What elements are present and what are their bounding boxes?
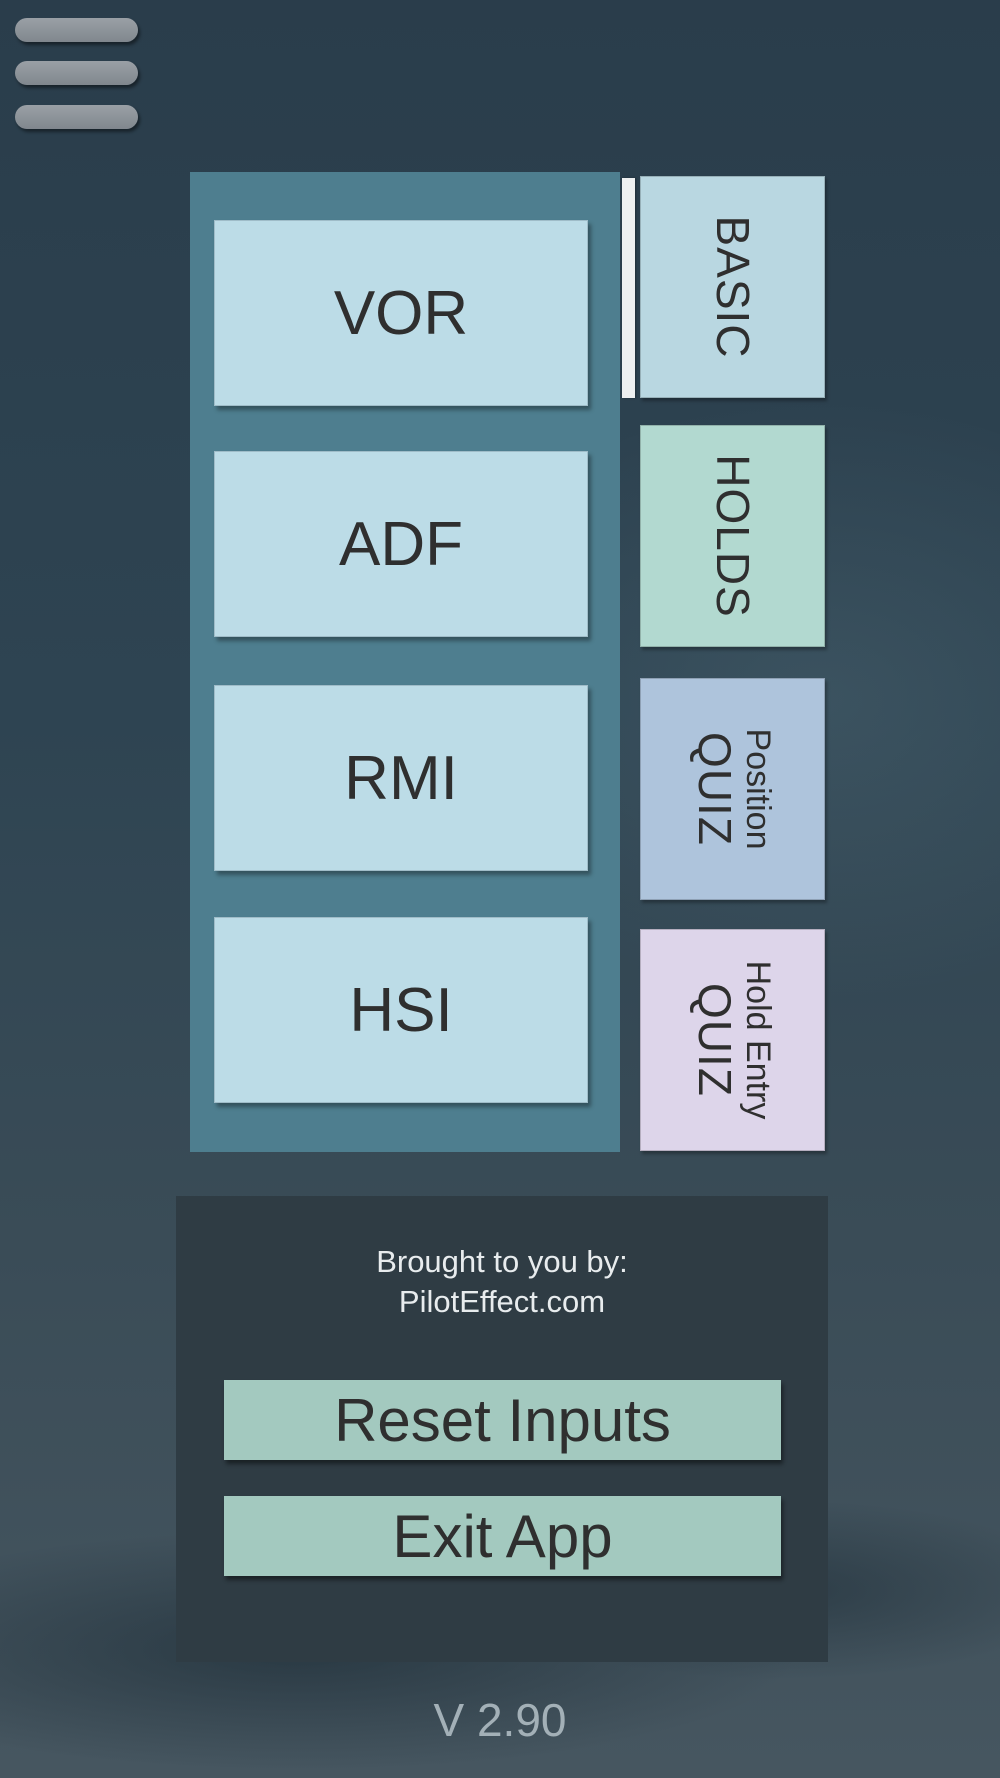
menu-bar bbox=[15, 18, 138, 42]
rmi-button[interactable]: RMI bbox=[214, 685, 588, 871]
tab-hold-entry-quiz[interactable]: Hold Entry QUIZ bbox=[640, 929, 825, 1151]
credit-line-1: Brought to you by: bbox=[376, 1244, 628, 1279]
tab-hold-entry-quiz-label: QUIZ bbox=[688, 983, 741, 1097]
selected-mode-indicator bbox=[622, 178, 635, 398]
reset-inputs-button[interactable]: Reset Inputs bbox=[224, 1380, 781, 1460]
tab-holds-label: HOLDS bbox=[706, 454, 759, 618]
tab-basic[interactable]: BASIC bbox=[640, 176, 825, 398]
tab-hold-entry-quiz-subtitle: Hold Entry bbox=[738, 960, 777, 1120]
version-label: V 2.90 bbox=[433, 1694, 567, 1746]
instrument-panel: VOR ADF RMI HSI bbox=[190, 172, 620, 1152]
tab-position-quiz-subtitle: Position bbox=[738, 728, 777, 850]
adf-button[interactable]: ADF bbox=[214, 451, 588, 637]
vor-button[interactable]: VOR bbox=[214, 220, 588, 406]
footer-panel: Brought to you by: PilotEffect.com Reset… bbox=[176, 1196, 828, 1662]
tab-holds[interactable]: HOLDS bbox=[640, 425, 825, 647]
tab-position-quiz[interactable]: Position QUIZ bbox=[640, 678, 825, 900]
exit-app-button[interactable]: Exit App bbox=[224, 1496, 781, 1576]
hsi-button[interactable]: HSI bbox=[214, 917, 588, 1103]
tab-basic-label: BASIC bbox=[706, 215, 759, 359]
menu-bar bbox=[15, 105, 138, 129]
menu-bar bbox=[15, 61, 138, 85]
credit-line-2[interactable]: PilotEffect.com bbox=[398, 1284, 606, 1319]
hamburger-menu-icon[interactable] bbox=[15, 18, 140, 132]
tab-position-quiz-label: QUIZ bbox=[688, 732, 741, 846]
